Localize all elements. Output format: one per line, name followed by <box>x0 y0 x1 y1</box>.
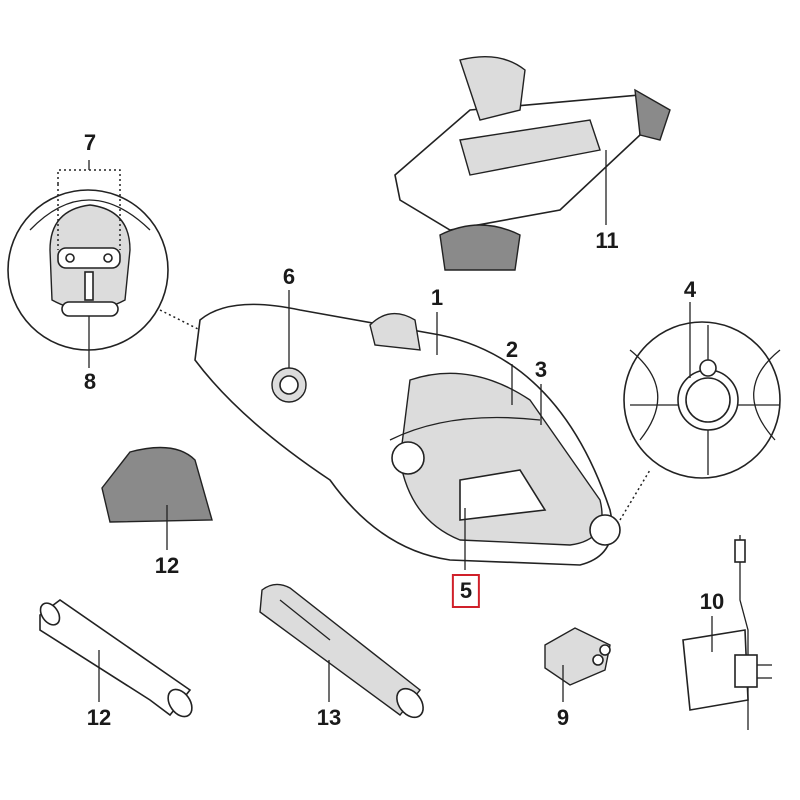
label-2: 2 <box>505 337 519 362</box>
detail-circle-left <box>7 160 169 368</box>
connector-drawing <box>544 627 611 702</box>
label-12-pole: 12 <box>86 705 112 730</box>
charger-drawing <box>682 535 772 730</box>
label-1: 1 <box>430 285 444 310</box>
label-4: 4 <box>683 277 697 302</box>
label-8: 8 <box>83 369 97 394</box>
handle-pole-drawing <box>259 583 424 719</box>
label-7: 7 <box>83 130 97 155</box>
label-3: 3 <box>534 357 548 382</box>
label-10: 10 <box>699 589 725 614</box>
vacuum-body-drawing <box>194 290 621 570</box>
label-12-bag: 12 <box>154 553 180 578</box>
label-5-highlighted: 5 <box>451 574 481 608</box>
brush-head-drawing <box>394 55 671 271</box>
label-6: 6 <box>282 264 296 289</box>
label-9: 9 <box>556 705 570 730</box>
filter-bag-drawing <box>101 446 213 550</box>
label-11: 11 <box>595 228 619 253</box>
label-13: 13 <box>316 705 342 730</box>
detail-circle-right <box>623 302 781 479</box>
extension-pole-drawing <box>39 599 193 718</box>
